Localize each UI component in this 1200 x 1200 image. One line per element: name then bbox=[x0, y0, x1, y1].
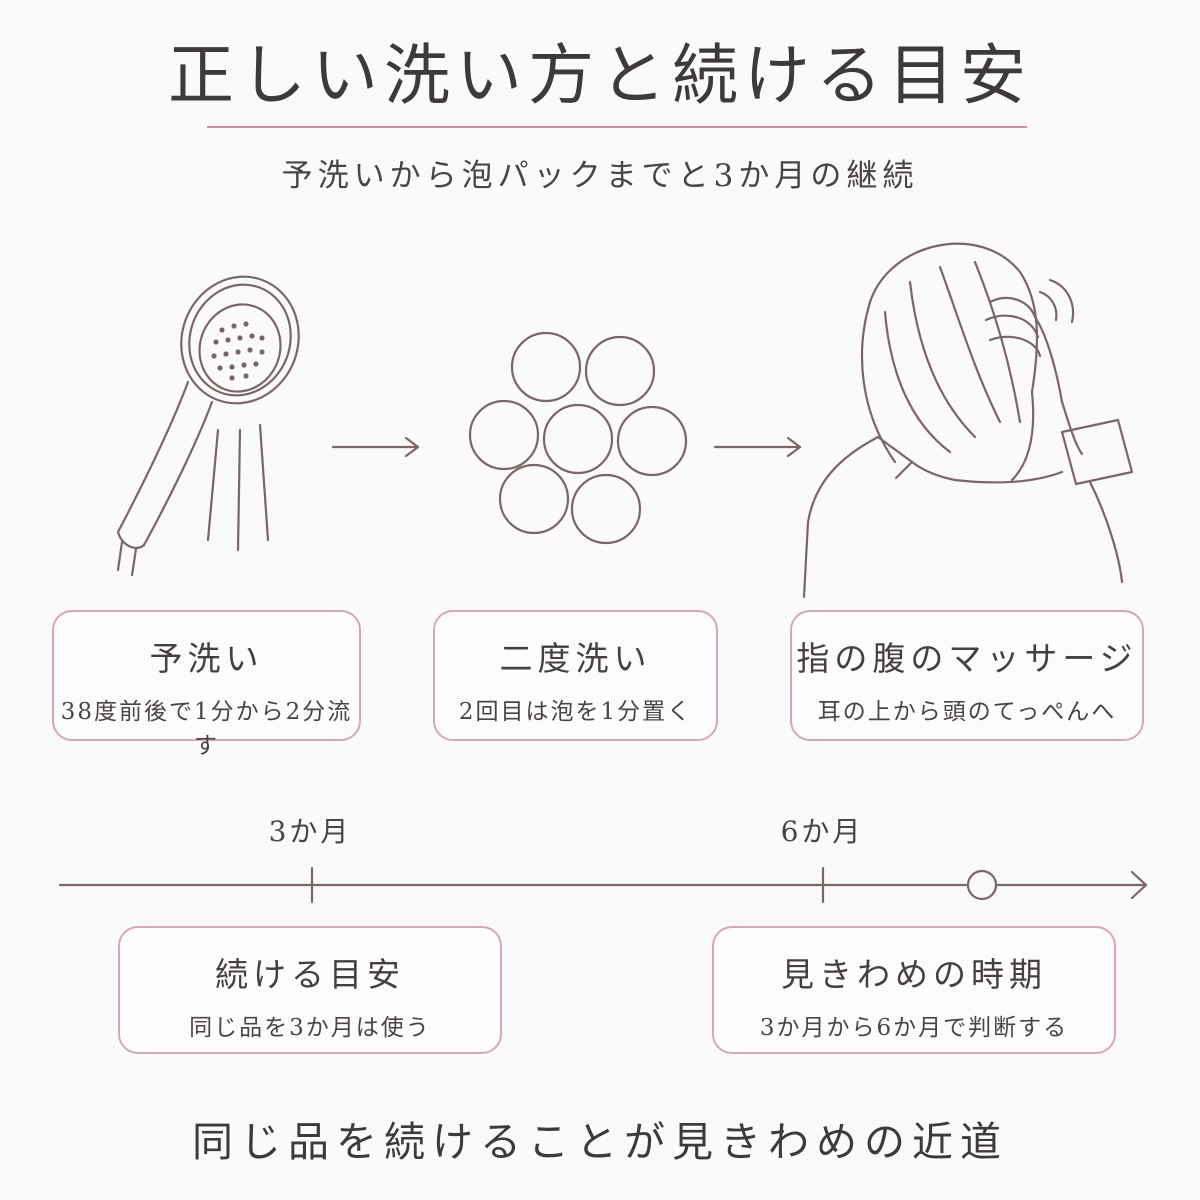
step-heading: 予洗い bbox=[149, 639, 264, 678]
timeline-axis bbox=[58, 866, 1148, 904]
step-detail: 38度前後で1分から2分流す bbox=[60, 699, 353, 759]
step-card-massage: 指の腹のマッサージ 耳の上から頭のてっぺんへ bbox=[790, 610, 1144, 741]
arrow-right-icon bbox=[713, 436, 802, 458]
step-heading: 指の腹のマッサージ bbox=[796, 639, 1138, 678]
foam-bubbles-icon bbox=[468, 331, 688, 545]
step-heading: 二度洗い bbox=[499, 639, 652, 678]
woman-massaging-scalp-icon bbox=[802, 242, 1134, 599]
footer-message: 同じ品を続けることが見きわめの近道 bbox=[192, 1118, 1008, 1166]
step-card-double-wash: 二度洗い 2回目は泡を1分置く bbox=[433, 610, 718, 741]
shower-head-icon bbox=[116, 275, 300, 577]
step-card-prewash: 予洗い 38度前後で1分から2分流す bbox=[52, 610, 361, 759]
note-card-continue: 続ける目安 同じ品を3か月は使う bbox=[118, 926, 502, 1054]
note-detail: 同じ品を3か月は使う bbox=[189, 1015, 431, 1041]
note-heading: 見きわめの時期 bbox=[781, 955, 1047, 994]
note-detail: 3か月から6か月で判断する bbox=[759, 1015, 1069, 1041]
note-heading: 続ける目安 bbox=[215, 955, 405, 994]
title-divider bbox=[207, 126, 1027, 128]
step-detail: 2回目は泡を1分置く bbox=[458, 699, 693, 725]
page-title: 正しい洗い方と続ける目安 bbox=[168, 37, 1032, 114]
page-subtitle: 予洗いから泡パックまでと3か月の継続 bbox=[281, 158, 919, 194]
step-detail: 耳の上から頭のてっぺんへ bbox=[817, 699, 1117, 725]
note-card-judge: 見きわめの時期 3か月から6か月で判断する bbox=[712, 926, 1116, 1054]
timeline-tick-label: 6か月 bbox=[780, 815, 864, 848]
timeline-tick-label: 3か月 bbox=[268, 815, 352, 848]
timeline-marker-circle bbox=[966, 869, 998, 901]
arrow-right-icon bbox=[331, 436, 420, 458]
